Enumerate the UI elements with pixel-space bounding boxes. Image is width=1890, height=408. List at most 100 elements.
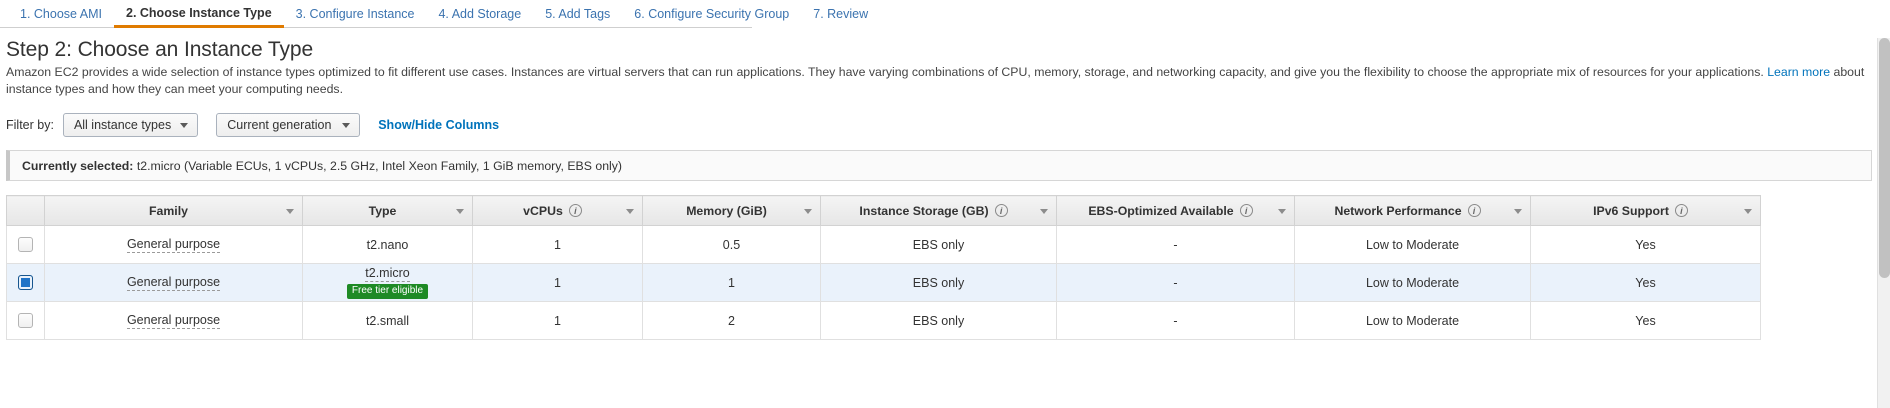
filter-bar: Filter by: All instance types Current ge… <box>6 112 1890 138</box>
cell-ebs-optimized: - <box>1056 301 1295 340</box>
cell-memory: 1 <box>642 263 821 302</box>
page-title: Step 2: Choose an Instance Type <box>6 38 314 61</box>
cell-type: t2.nano <box>302 225 473 264</box>
info-icon[interactable]: i <box>1467 204 1481 217</box>
cell-vcpus: 1 <box>472 225 643 264</box>
column-header-memory-gib[interactable]: Memory (GiB) <box>642 195 821 226</box>
chevron-down-icon <box>180 123 189 128</box>
wizard-tab-3[interactable]: 3. Configure Instance <box>295 7 415 21</box>
cell-ipv6-support: Yes <box>1530 225 1761 264</box>
cell-type: t2.small <box>302 301 473 340</box>
info-icon[interactable]: i <box>1674 204 1688 217</box>
row-select-cell[interactable] <box>6 301 45 340</box>
generation-filter-dropdown[interactable]: Current generation <box>216 113 361 137</box>
sort-caret-icon[interactable] <box>456 208 464 214</box>
column-header-family[interactable]: Family <box>44 195 303 226</box>
cell-network-performance: Low to Moderate <box>1294 225 1531 264</box>
sort-caret-icon[interactable] <box>1514 208 1522 214</box>
cell-instance-storage: EBS only <box>820 301 1057 340</box>
filter-by-label: Filter by: <box>6 118 54 132</box>
cell-ebs-optimized: - <box>1056 225 1295 264</box>
wizard-tab-4[interactable]: 4. Add Storage <box>438 7 522 21</box>
row-checkbox[interactable] <box>18 237 33 253</box>
column-header-type[interactable]: Type <box>302 195 473 226</box>
wizard-tab-6[interactable]: 6. Configure Security Group <box>634 7 790 21</box>
sort-caret-icon[interactable] <box>804 208 812 214</box>
wizard-tab-7[interactable]: 7. Review <box>813 7 869 21</box>
row-select-cell[interactable] <box>6 263 45 302</box>
cell-memory: 0.5 <box>642 225 821 264</box>
info-icon[interactable]: i <box>568 204 582 217</box>
free-tier-badge: Free tier eligible <box>346 284 429 299</box>
sort-caret-icon[interactable] <box>1040 208 1048 214</box>
info-icon[interactable]: i <box>994 204 1008 217</box>
family-label: General purpose <box>126 274 221 291</box>
row-select-cell[interactable] <box>6 225 45 264</box>
currently-selected-label: Currently selected: <box>22 158 134 173</box>
page-scrollbar-thumb[interactable] <box>1879 38 1890 278</box>
page-description: Amazon EC2 provides a wide selection of … <box>6 64 1866 98</box>
cell-vcpus: 1 <box>472 263 643 302</box>
currently-selected-banner: Currently selected: t2.micro (Variable E… <box>6 150 1872 181</box>
column-header-label: Instance Storage (GB)i <box>859 204 1008 218</box>
sort-caret-icon[interactable] <box>1744 208 1752 214</box>
wizard-tab-bar: 1. Choose AMI 2. Choose Instance Type 3. C… <box>0 0 868 28</box>
info-icon[interactable]: i <box>1239 204 1253 217</box>
sort-caret-icon[interactable] <box>286 208 294 214</box>
family-label: General purpose <box>126 312 221 329</box>
column-header-instance-storage-gb[interactable]: Instance Storage (GB)i <box>820 195 1057 226</box>
currently-selected-value: t2.micro (Variable ECUs, 1 vCPUs, 2.5 GH… <box>136 158 623 173</box>
sort-caret-icon[interactable] <box>1278 208 1286 214</box>
row-checkbox[interactable] <box>18 313 33 329</box>
family-label: General purpose <box>126 236 221 253</box>
type-cell-content: t2.small <box>307 314 468 328</box>
wizard-tab-1[interactable]: 1. Choose AMI <box>20 7 102 21</box>
cell-memory: 2 <box>642 301 821 340</box>
cell-family: General purpose <box>44 263 303 302</box>
wizard-tab-5[interactable]: 5. Add Tags <box>545 7 611 21</box>
instance-types-filter-value: All instance types <box>73 118 172 132</box>
type-cell-content: t2.nano <box>307 238 468 252</box>
type-label: t2.micro <box>365 266 410 282</box>
cell-network-performance: Low to Moderate <box>1294 301 1531 340</box>
wizard-tab-2[interactable]: 2. Choose Instance Type <box>114 6 284 28</box>
row-checkbox[interactable] <box>18 275 33 291</box>
page-scrollbar-track[interactable] <box>1877 38 1890 408</box>
select-all-header-cell <box>6 195 45 226</box>
sort-caret-icon[interactable] <box>626 208 634 214</box>
column-header-label: Family <box>149 203 188 218</box>
cell-network-performance: Low to Moderate <box>1294 263 1531 302</box>
cell-family: General purpose <box>44 225 303 264</box>
learn-more-link[interactable]: Learn more <box>1767 65 1831 79</box>
instance-types-filter-dropdown[interactable]: All instance types <box>62 113 199 137</box>
cell-instance-storage: EBS only <box>820 225 1057 264</box>
chevron-down-icon <box>342 123 351 128</box>
description-text-part-1: Amazon EC2 provides a wide selection of … <box>6 65 1768 79</box>
description-text-part-2: about instance types and how they can me… <box>6 65 1865 96</box>
column-header-label: Type <box>368 203 397 218</box>
column-header-label: Memory (GiB) <box>686 203 767 218</box>
show-hide-columns-link[interactable]: Show/Hide Columns <box>378 118 500 132</box>
cell-vcpus: 1 <box>472 301 643 340</box>
cell-ipv6-support: Yes <box>1530 263 1761 302</box>
type-label: t2.nano <box>366 237 409 252</box>
cell-instance-storage: EBS only <box>820 263 1057 302</box>
